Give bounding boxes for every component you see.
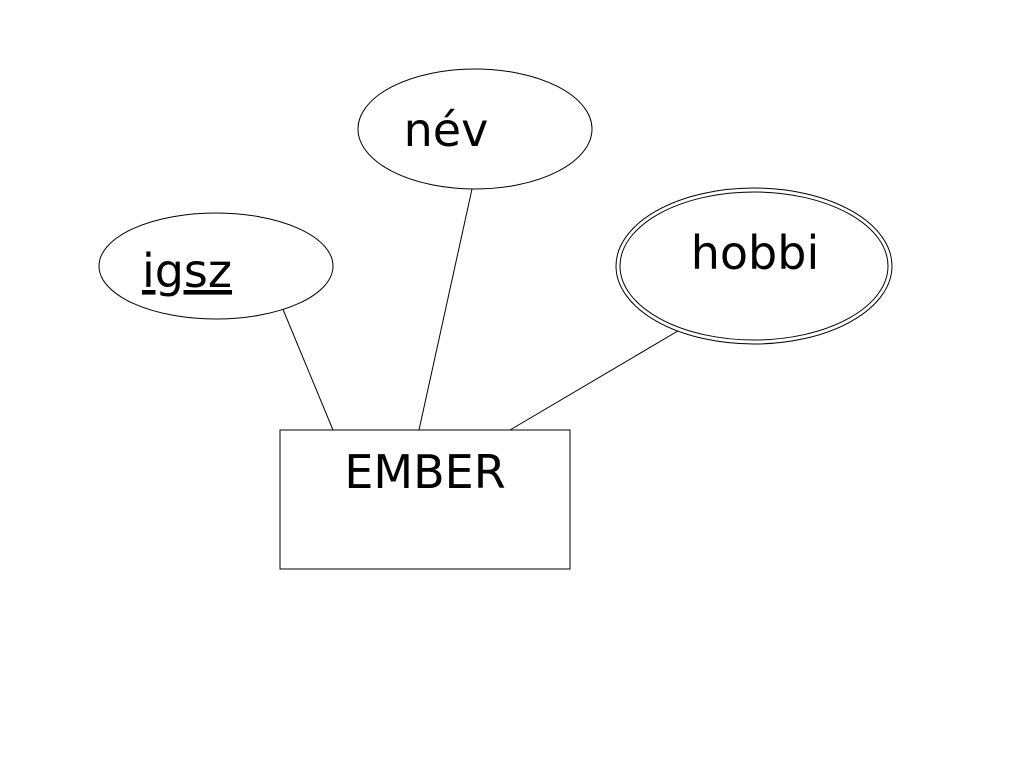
- attribute-nev-ellipse: [357, 68, 593, 190]
- attribute-igsz[interactable]: igsz: [98, 212, 334, 320]
- connector-hobbi: [509, 324, 689, 431]
- entity-label: EMBER: [344, 445, 505, 499]
- attribute-igsz-label: igsz: [142, 244, 232, 298]
- connector-igsz: [281, 306, 334, 431]
- attribute-hobbi-inner-ellipse: [619, 191, 889, 341]
- attribute-hobbi-label: hobbi: [691, 226, 819, 280]
- attribute-nev-label: név: [404, 103, 489, 157]
- attribute-hobbi[interactable]: hobbi: [615, 187, 893, 345]
- attribute-igsz-ellipse: [98, 212, 334, 320]
- attribute-hobbi-outer-ellipse: [615, 187, 893, 345]
- entity-box: [279, 429, 571, 570]
- entity-ember[interactable]: EMBER: [279, 429, 571, 570]
- attribute-nev[interactable]: név: [357, 68, 593, 190]
- connector-nev: [418, 188, 473, 431]
